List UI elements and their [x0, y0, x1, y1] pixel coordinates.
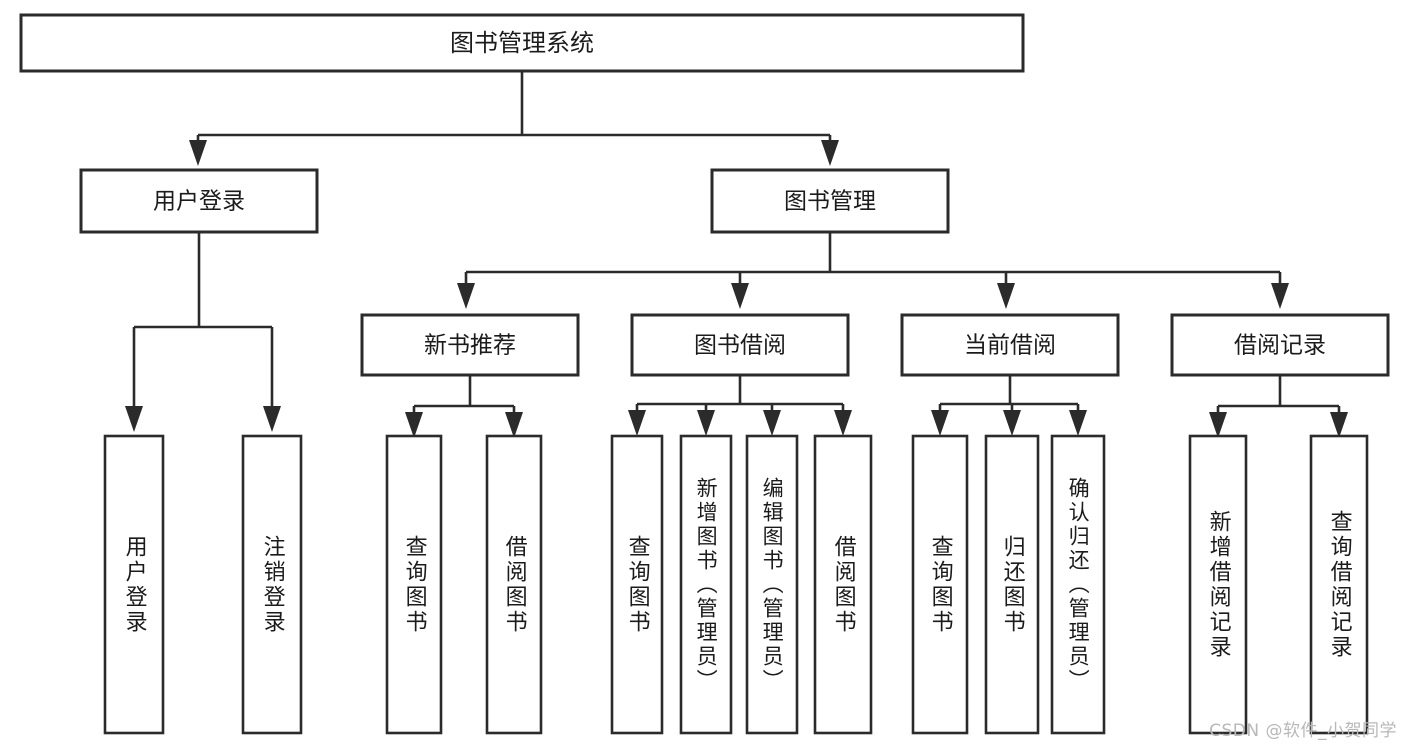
- node-user-login-rect: [79, 168, 319, 234]
- leaf-return-book-rect: [984, 434, 1040, 735]
- leaf-query-book-2[interactable]: [610, 434, 664, 735]
- node-book-management-label: 图书管理: [784, 189, 876, 215]
- watermark-text: CSDN @软件_小贺同学: [1209, 721, 1397, 741]
- node-current-borrow[interactable]: 当前借阅: [900, 313, 1120, 377]
- node-new-book-recommend[interactable]: 新书推荐: [360, 313, 580, 377]
- leaf-edit-book-admin[interactable]: [745, 434, 799, 735]
- node-user-login-label: 用户登录: [153, 189, 245, 215]
- connector-user-login-to-leaves: [125, 232, 281, 432]
- node-book-borrow-label: 图书借阅: [694, 333, 786, 359]
- leaf-confirm-return-rect: [1050, 434, 1106, 735]
- leaf-edit-book-admin-rect: [745, 434, 799, 735]
- node-current-borrow-label: 当前借阅: [964, 333, 1056, 359]
- leaf-return-book[interactable]: [984, 434, 1040, 735]
- arrow-head-icon: [628, 410, 646, 436]
- connector-borrow-record-to-leaves: [1209, 375, 1348, 438]
- leaf-box-layer: [103, 434, 1369, 735]
- node-root-rect: [19, 13, 1025, 73]
- arrow-head-icon: [697, 410, 715, 436]
- node-book-borrow[interactable]: 图书借阅: [630, 313, 850, 377]
- leaf-add-record-rect: [1188, 434, 1248, 735]
- leaf-borrow-book-2[interactable]: [813, 434, 873, 735]
- arrow-head-icon: [1330, 412, 1348, 438]
- node-current-borrow-rect: [900, 313, 1120, 377]
- leaf-user-login[interactable]: [103, 434, 165, 735]
- leaf-query-book-1[interactable]: [385, 434, 443, 735]
- connector-current-borrow-to-leaves: [931, 375, 1087, 436]
- arrow-head-icon: [834, 410, 852, 436]
- node-borrow-record-label: 借阅记录: [1234, 333, 1326, 359]
- leaf-query-record-rect: [1309, 434, 1369, 735]
- leaf-borrow-book-1[interactable]: [485, 434, 543, 735]
- leaf-logout-rect: [241, 434, 303, 735]
- node-borrow-record[interactable]: 借阅记录: [1170, 313, 1390, 377]
- arrow-head-icon: [931, 410, 949, 436]
- leaf-query-book-3-rect: [911, 434, 969, 735]
- leaf-user-login-rect: [103, 434, 165, 735]
- leaf-add-book-admin-rect: [679, 434, 733, 735]
- arrow-head-icon: [731, 283, 749, 309]
- arrow-head-icon: [763, 410, 781, 436]
- arrow-head-icon: [457, 283, 475, 309]
- leaf-query-record[interactable]: [1309, 434, 1369, 735]
- leaf-borrow-book-1-rect: [485, 434, 543, 735]
- node-new-book-recommend-label: 新书推荐: [424, 333, 516, 359]
- node-book-management[interactable]: 图书管理: [710, 168, 950, 234]
- leaf-confirm-return[interactable]: [1050, 434, 1106, 735]
- arrow-head-icon: [189, 140, 207, 166]
- arrow-head-icon: [1069, 410, 1087, 436]
- arrow-head-icon: [505, 412, 523, 438]
- node-user-login[interactable]: 用户登录: [79, 168, 319, 234]
- connector-new-book-recommend-to-leaves: [405, 375, 523, 438]
- leaf-query-book-1-rect: [385, 434, 443, 735]
- leaf-query-book-3[interactable]: [911, 434, 969, 735]
- arrow-head-icon: [405, 412, 423, 438]
- leaf-add-book-admin[interactable]: [679, 434, 733, 735]
- arrow-head-icon: [1209, 412, 1227, 438]
- leaf-logout[interactable]: [241, 434, 303, 735]
- leaf-query-book-2-rect: [610, 434, 664, 735]
- connector-book-borrow-to-leaves: [628, 375, 852, 436]
- connector-root-to-level2: [189, 71, 839, 166]
- connector-book-management-to-level3: [457, 232, 1289, 309]
- node-root-label: 图书管理系统: [450, 29, 594, 57]
- node-root[interactable]: 图书管理系统: [19, 13, 1025, 73]
- node-new-book-recommend-rect: [360, 313, 580, 377]
- leaf-borrow-book-2-rect: [813, 434, 873, 735]
- arrow-head-icon: [1271, 283, 1289, 309]
- arrow-head-icon: [263, 406, 281, 432]
- arrow-head-icon: [821, 140, 839, 166]
- arrow-head-icon: [125, 406, 143, 432]
- arrow-head-icon: [1003, 410, 1021, 436]
- leaf-add-record[interactable]: [1188, 434, 1248, 735]
- arrow-head-icon: [997, 283, 1015, 309]
